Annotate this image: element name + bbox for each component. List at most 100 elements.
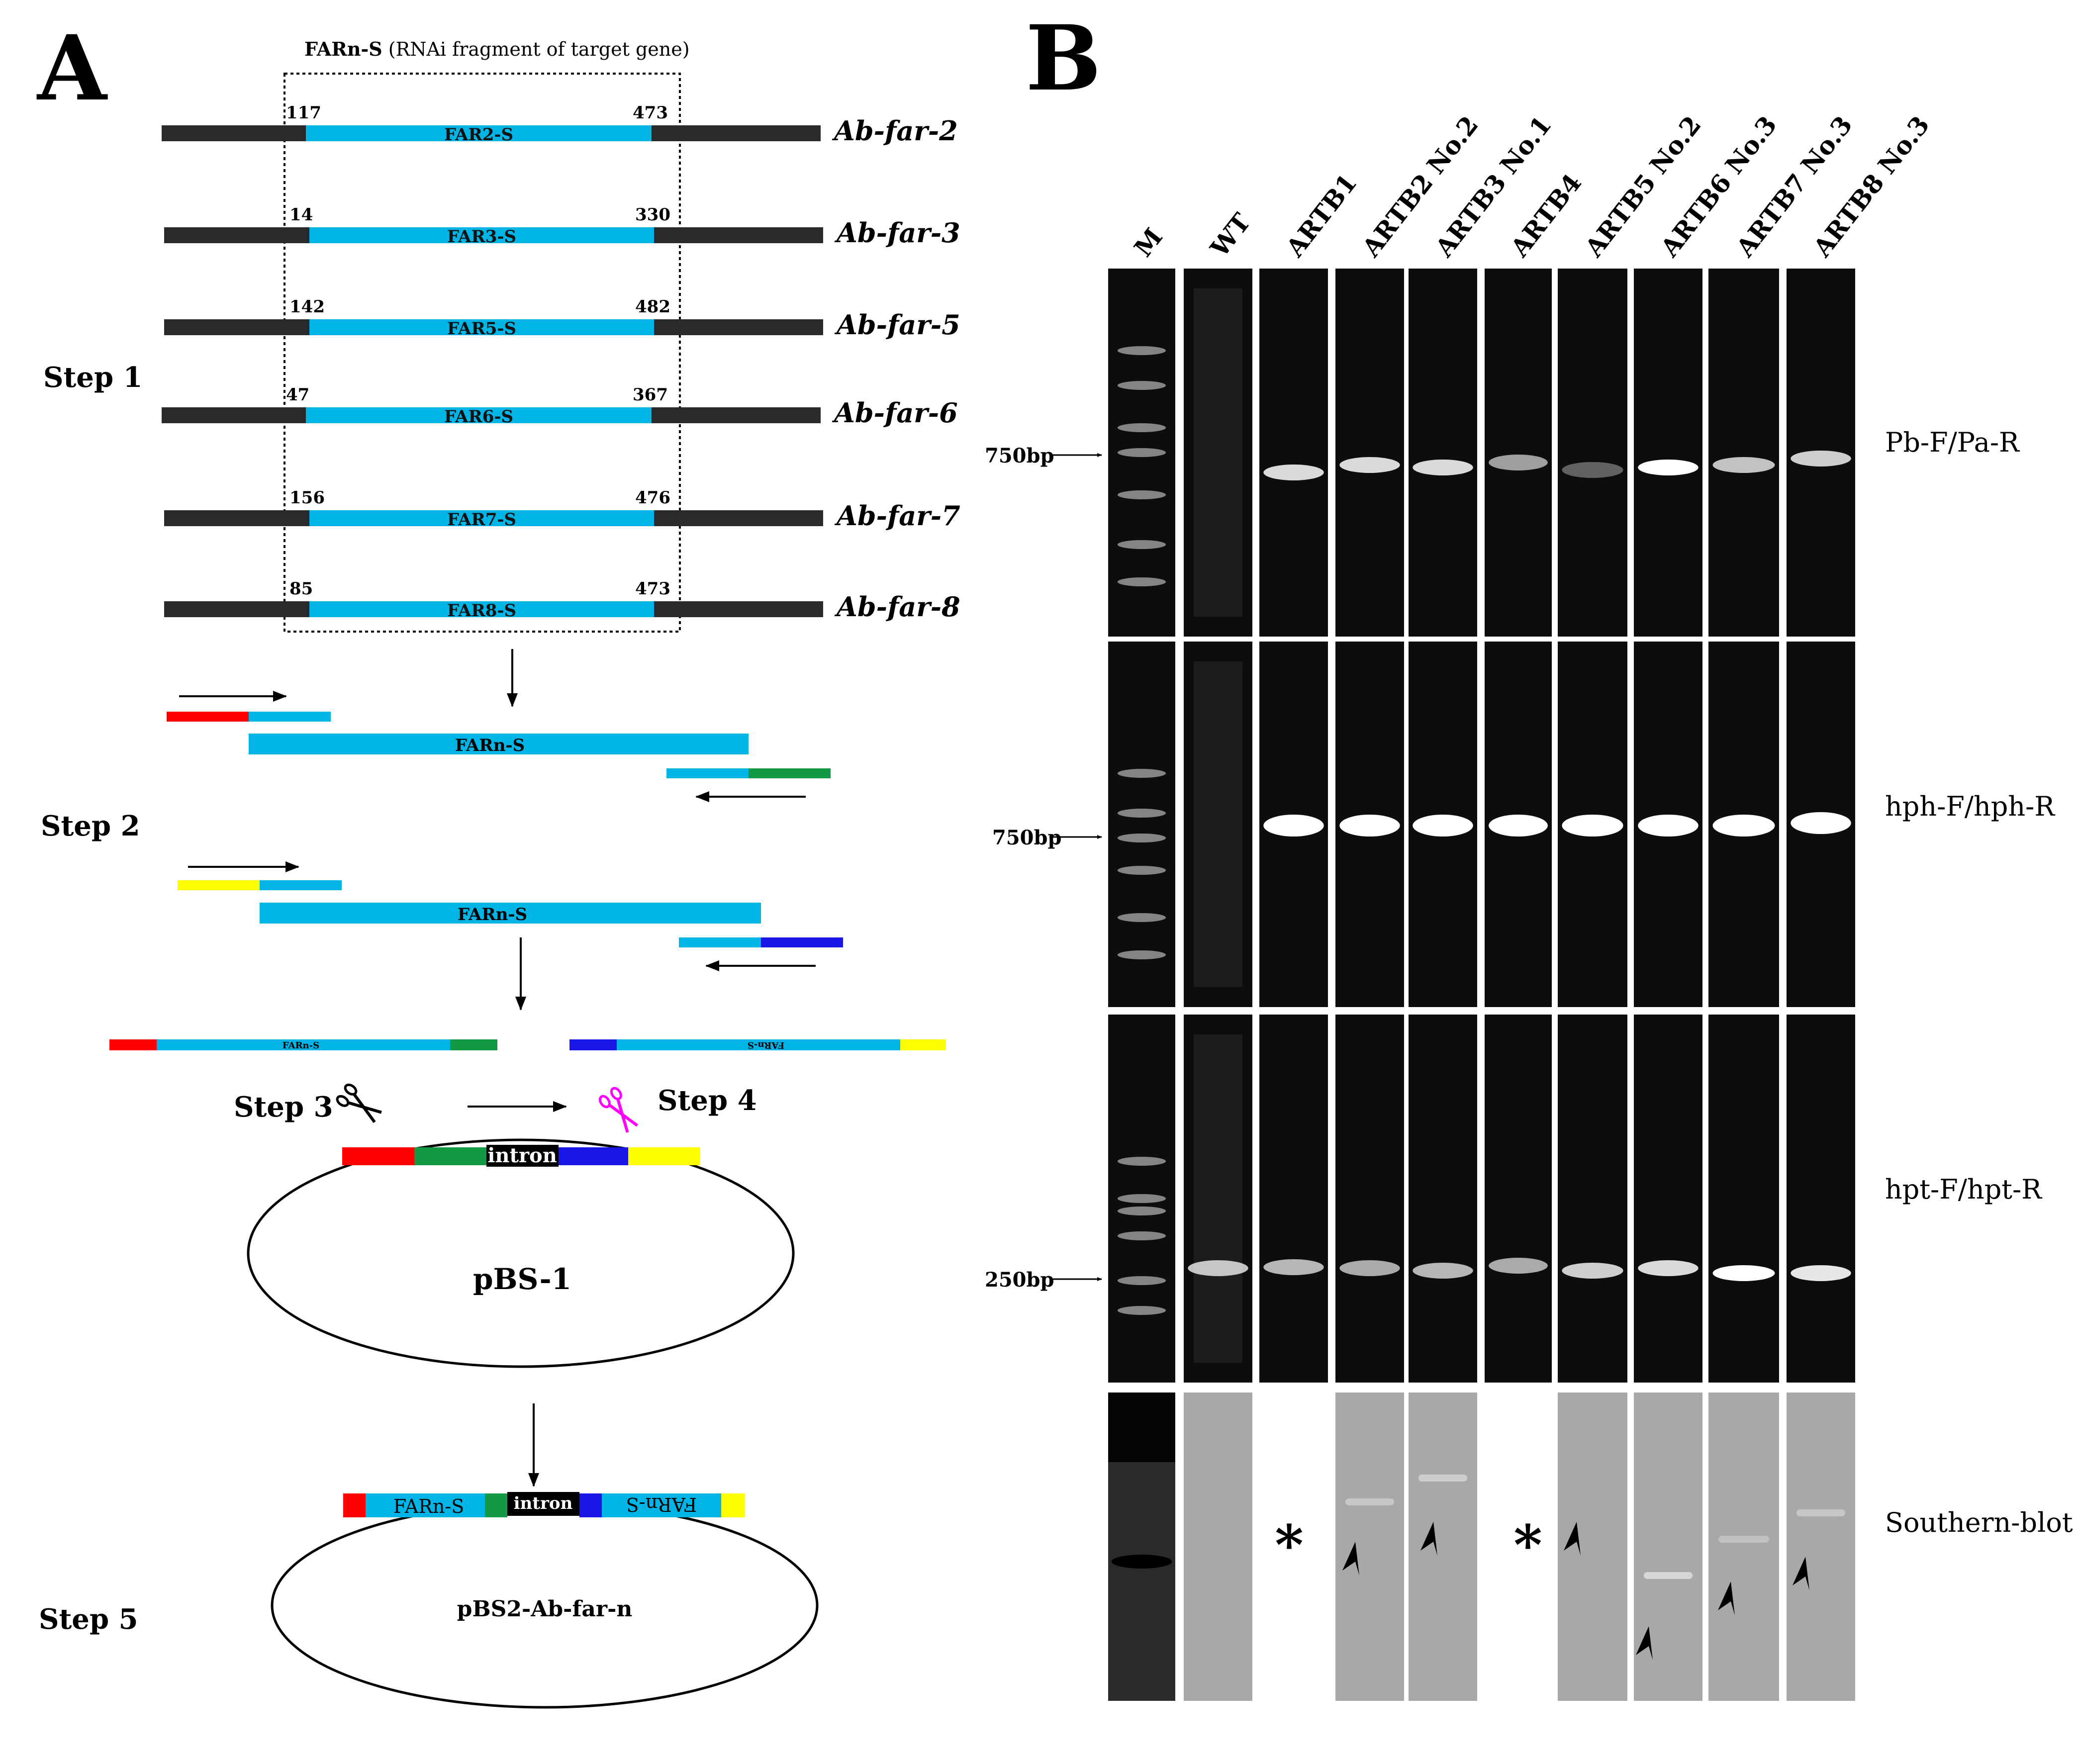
gel-r0-lane-4 xyxy=(1409,269,1477,637)
south-arrowhead-8 xyxy=(1718,1581,1735,1615)
band-r1-lane-6 xyxy=(1562,815,1623,836)
gel-r0-lane-6 xyxy=(1558,269,1627,637)
end-pos-3: 482 xyxy=(635,297,670,317)
fragment-label-1: FAR2-S xyxy=(444,125,513,145)
band-r2-lane-6 xyxy=(1562,1263,1623,1279)
gel-r1-lane-0 xyxy=(1108,642,1175,1007)
gel-r2-lane-7 xyxy=(1634,1015,1702,1383)
pbs2-red xyxy=(343,1493,366,1517)
step4-label: Step 4 xyxy=(658,1084,757,1117)
gel-r3-lane-8 xyxy=(1708,1393,1779,1701)
band-r2-lane-9 xyxy=(1791,1265,1851,1281)
right-fragment-label: FARn-S xyxy=(748,1040,784,1050)
fragment-bar-gene-6 xyxy=(309,601,654,617)
ladder-band-r2-0 xyxy=(1117,1157,1166,1166)
gel-smear-r1 xyxy=(1194,661,1242,987)
green-tag-1 xyxy=(749,768,831,778)
gel-r2-lane-3 xyxy=(1335,1015,1404,1383)
start-pos-3: 142 xyxy=(289,297,325,317)
gel-r2-lane-4 xyxy=(1409,1015,1477,1383)
red-tag-1 xyxy=(167,712,249,722)
panel-a: A FARn-S (RNAi fragment of target gene) … xyxy=(36,16,960,1709)
gels: ** xyxy=(1108,269,1855,1701)
end-pos-5: 476 xyxy=(635,488,670,508)
row-label-2: hpt-F/hpt-R xyxy=(1885,1174,2042,1205)
gel-r0-lane-5 xyxy=(1485,269,1552,637)
lane-label-0: M xyxy=(1128,222,1168,262)
band-south-lane-4 xyxy=(1418,1475,1467,1482)
south-ladder-band xyxy=(1111,1555,1172,1569)
ladder-band-r0-1 xyxy=(1117,381,1166,390)
band-r1-lane-7 xyxy=(1638,815,1699,836)
target-box xyxy=(283,73,681,633)
gene-name-2: Ab-far-3 xyxy=(834,217,960,249)
scissors-magenta-icon xyxy=(598,1087,639,1133)
cyan-primer-3 xyxy=(260,880,342,890)
band-south-lane-9 xyxy=(1796,1509,1845,1516)
gel-r0-lane-3 xyxy=(1335,269,1404,637)
left-fragment-label: FARn-S xyxy=(283,1040,319,1051)
gene-name-4: Ab-far-6 xyxy=(832,397,958,429)
end-pos-6: 473 xyxy=(635,579,670,599)
left-fragment-cyan xyxy=(157,1039,450,1050)
step2-label: Step 2 xyxy=(41,810,140,842)
band-r2-lane-2 xyxy=(1263,1259,1324,1275)
band-r2-lane-3 xyxy=(1339,1260,1400,1276)
fragment-bar-gene-4 xyxy=(306,407,652,423)
marker-label-0: 750bp xyxy=(985,444,1054,467)
pbs2-cyan-right xyxy=(602,1493,721,1517)
pbs1-blue xyxy=(559,1147,628,1165)
ladder-band-r1-0 xyxy=(1117,769,1166,778)
gel-r2-lane-8 xyxy=(1708,1015,1779,1383)
gene-name-3: Ab-far-5 xyxy=(834,309,960,341)
pbs2-cyan-left xyxy=(366,1493,485,1517)
cyan-primer-4 xyxy=(679,937,761,947)
cyan-primer-1 xyxy=(249,712,331,722)
gel-r0-lane-7 xyxy=(1634,269,1702,637)
ladder-band-r0-2 xyxy=(1117,423,1166,432)
row-label-1: hph-F/hph-R xyxy=(1885,791,2055,822)
ladder-band-r1-3 xyxy=(1117,866,1166,875)
box-title-rest: (RNAi fragment of target gene) xyxy=(382,38,690,60)
ladder-band-r2-3 xyxy=(1117,1231,1166,1240)
fragment-bar-1 xyxy=(249,734,749,754)
end-pos-4: 367 xyxy=(633,385,668,405)
fragment-bar-2 xyxy=(260,903,761,924)
row-labels: Pb-F/Pa-R750bphph-F/hph-R750bphpt-F/hpt-… xyxy=(985,427,2073,1538)
band-r0-lane-5 xyxy=(1489,455,1548,470)
start-pos-4: 47 xyxy=(286,385,309,405)
pbs1-intron-label: intron xyxy=(487,1144,557,1167)
gene-name-5: Ab-far-7 xyxy=(834,500,960,532)
gel-r3-lane-9 xyxy=(1787,1393,1855,1701)
ladder-band-r2-5 xyxy=(1117,1306,1166,1315)
fragment-label-5: FAR7-S xyxy=(447,510,516,530)
pbs2-intron-label: intron xyxy=(514,1493,573,1513)
south-arrowhead-6 xyxy=(1564,1522,1581,1556)
ladder-band-r1-4 xyxy=(1117,913,1166,922)
gel-r0-lane-2 xyxy=(1259,269,1328,637)
pbs1-intron xyxy=(486,1145,559,1167)
panel-b-letter: B xyxy=(1026,6,1101,111)
gel-r2-lane-2 xyxy=(1259,1015,1328,1383)
band-r2-lane-5 xyxy=(1489,1258,1548,1274)
band-r1-lane-4 xyxy=(1413,815,1473,836)
band-r2-lane-8 xyxy=(1712,1265,1775,1281)
right-fragment-cyan xyxy=(617,1039,900,1050)
band-r0-lane-9 xyxy=(1791,451,1851,466)
fragment-bar-gene-1 xyxy=(306,125,652,141)
gel-r0-lane-8 xyxy=(1708,269,1779,637)
ladder-band-r2-1 xyxy=(1117,1194,1166,1203)
gel-r3-lane-3 xyxy=(1335,1393,1404,1701)
start-pos-1: 117 xyxy=(286,103,321,123)
band-r0-lane-4 xyxy=(1413,460,1473,475)
step1-label: Step 1 xyxy=(43,361,143,394)
asterisk-0: * xyxy=(1275,1513,1304,1577)
end-pos-2: 330 xyxy=(635,205,670,225)
gel-r2-lane-6 xyxy=(1558,1015,1627,1383)
band-r2-lane-1 xyxy=(1188,1260,1248,1276)
ladder-band-r0-5 xyxy=(1117,540,1166,549)
pbs1-green xyxy=(414,1147,486,1165)
